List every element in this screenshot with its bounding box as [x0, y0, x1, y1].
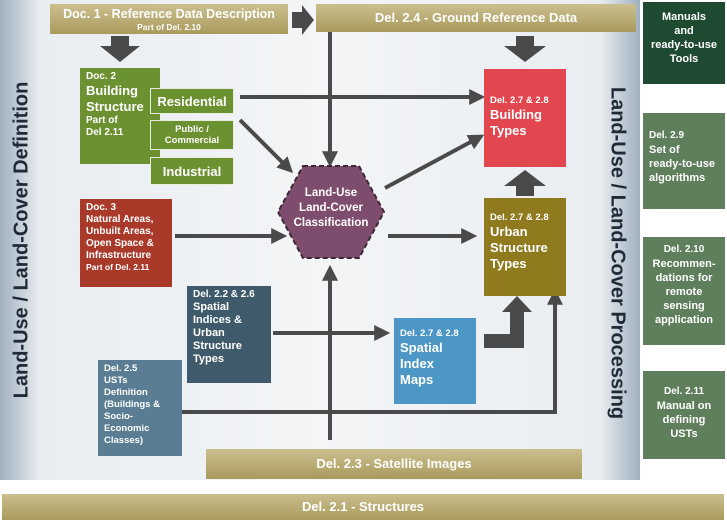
industrial-box: Industrial: [150, 157, 234, 185]
doc2-id: Doc. 2: [86, 71, 117, 82]
sidebar-line: USTs: [670, 428, 698, 440]
spatial-index-maps-box: Del. 2.7 & 2.8 Spatial Index Maps: [394, 318, 476, 404]
sidebar-line: Set of: [649, 144, 680, 156]
sidebar-line: dations for: [655, 272, 713, 284]
classification-hexagon: Land-Use Land-Cover Classification: [276, 164, 386, 260]
hexagon-shape: [276, 165, 386, 259]
arrow-urban-to-building: [504, 170, 546, 196]
spatial-maps-line: Index: [400, 356, 434, 371]
sidebar-del29: Del. 2.9 Set of ready-to-use algorithms: [643, 113, 725, 209]
sidebar-line: Recommen-: [652, 258, 716, 270]
arrow-usts-to-urban: [182, 288, 563, 414]
arrow-classification-to-building: [384, 134, 485, 190]
spatial-maps-id: Del. 2.7 & 2.8: [400, 328, 459, 339]
doc2-building-structure: Doc. 2 Building Structure Part of Del 2.…: [80, 68, 160, 164]
arrow-doc1-right: [292, 5, 314, 35]
sidebar-manuals-tools: Manuals and ready-to-use Tools: [643, 2, 725, 84]
classification-line: Land-Cover: [299, 202, 363, 214]
sidebar-line: defining: [662, 414, 706, 426]
doc3-line: Infrastructure: [86, 250, 152, 261]
doc3-id: Doc. 3: [86, 202, 117, 213]
doc3-natural-areas: Doc. 3 Natural Areas, Unbuilt Areas, Ope…: [80, 199, 172, 287]
doc2-line: Part of: [86, 115, 118, 126]
arrow-public-to-classification: [238, 118, 294, 174]
commercial-label: Commercial: [164, 135, 220, 146]
spatial-indices-box: Del. 2.2 & 2.6 Spatial Indices & Urban S…: [187, 286, 271, 383]
sidebar-id: Del. 2.11: [663, 386, 705, 397]
sidebar-line: algorithms: [649, 172, 706, 184]
usts-line: Classes): [104, 435, 144, 446]
satellite-label: Del. 2.3 - Satellite Images: [316, 456, 472, 471]
public-label: Public /: [175, 124, 209, 135]
spatial-maps-line: Maps: [400, 372, 434, 387]
doc3-part-of: Part of Del. 2.11: [86, 262, 150, 272]
satellite-banner: Del. 2.3 - Satellite Images: [206, 449, 582, 479]
doc1-subtitle: Part of Del. 2.10: [137, 22, 201, 32]
arrow-maps-to-urban: [484, 296, 532, 348]
doc3-line: Natural Areas,: [86, 214, 154, 225]
sidebar-line: Tools: [669, 53, 699, 65]
spatial-indices-line: Indices &: [193, 314, 242, 326]
industrial-label: Industrial: [162, 164, 222, 179]
usts-line: USTs: [104, 375, 128, 386]
sidebar-id: Del. 2.9: [649, 130, 685, 141]
spatial-indices-line: Spatial: [193, 301, 230, 313]
urban-structure-types-box: Del. 2.7 & 2.8 Urban Structure Types: [484, 198, 566, 296]
arrow-del24-down: [504, 36, 546, 62]
arrow-doc1-down: [100, 36, 140, 62]
classification-line: Classification: [293, 217, 369, 229]
usts-line: Socio-Economic: [104, 411, 150, 434]
spatial-indices-line: Structure: [193, 340, 242, 352]
del24-label: Del. 2.4 - Ground Reference Data: [374, 10, 578, 25]
spatial-indices-line: Urban: [193, 327, 225, 339]
usts-definition-box: Del. 2.5 USTs Definition (Buildings & So…: [98, 360, 182, 456]
doc2-line: Del 2.11: [86, 127, 124, 138]
right-vertical-label: Land-Use / Land-Cover Processing: [606, 87, 629, 419]
sidebar-line: and: [674, 25, 694, 37]
sidebar-del210: Del. 2.10 Recommen- dations for remote s…: [643, 237, 725, 345]
sidebar-id: Del. 2.10: [663, 244, 705, 255]
doc3-line: Open Space &: [86, 238, 154, 249]
building-types-line: Building: [490, 107, 542, 122]
del24-banner: Del. 2.4 - Ground Reference Data: [316, 4, 636, 32]
sidebar-line: ready-to-use: [649, 158, 716, 170]
sidebar-del211: Del. 2.11 Manual on defining USTs: [643, 371, 725, 459]
doc1-banner: Doc. 1 - Reference Data Description Part…: [50, 4, 288, 34]
building-types-line: Types: [490, 123, 527, 138]
doc2-line: Structure: [86, 99, 144, 114]
doc1-title: Doc. 1 - Reference Data Description: [63, 7, 275, 21]
usts-line: Definition: [104, 387, 148, 398]
left-vertical-text: Land-Use / Land-Cover Definition: [10, 81, 33, 399]
sidebar-line: remote: [665, 286, 703, 298]
urban-types-line: Structure: [490, 240, 548, 255]
spatial-maps-line: Spatial: [400, 340, 443, 355]
sidebar-line: application: [654, 314, 714, 326]
residential-label: Residential: [157, 94, 227, 109]
building-types-box: Del. 2.7 & 2.8 Building Types: [484, 69, 566, 167]
sidebar-line: Manual on: [656, 400, 712, 412]
urban-types-id: Del. 2.7 & 2.8: [490, 212, 549, 223]
usts-line: Del. 2.5: [104, 363, 138, 374]
structures-bar: Del. 2.1 - Structures: [2, 494, 724, 520]
doc3-line: Unbuilt Areas,: [86, 226, 154, 237]
urban-types-line: Urban: [490, 224, 528, 239]
right-vertical-text: Land-Use / Land-Cover Processing: [606, 86, 629, 420]
sidebar-line: ready-to-use: [650, 39, 718, 51]
sidebar-line: Manuals: [661, 11, 706, 23]
classification-line: Land-Use: [304, 187, 358, 199]
structures-label: Del. 2.1 - Structures: [301, 499, 425, 514]
urban-types-line: Types: [490, 256, 527, 271]
sidebar-line: sensing: [663, 300, 705, 312]
doc2-line: Building: [86, 83, 138, 98]
building-types-id: Del. 2.7 & 2.8: [490, 95, 549, 106]
public-commercial-box: Public / Commercial: [150, 120, 234, 150]
spatial-indices-id: Del. 2.2 & 2.6: [193, 289, 255, 300]
spatial-indices-line: Types: [193, 353, 224, 365]
usts-line: (Buildings &: [104, 399, 160, 410]
left-vertical-label: Land-Use / Land-Cover Definition: [11, 82, 34, 399]
residential-box: Residential: [150, 88, 234, 114]
